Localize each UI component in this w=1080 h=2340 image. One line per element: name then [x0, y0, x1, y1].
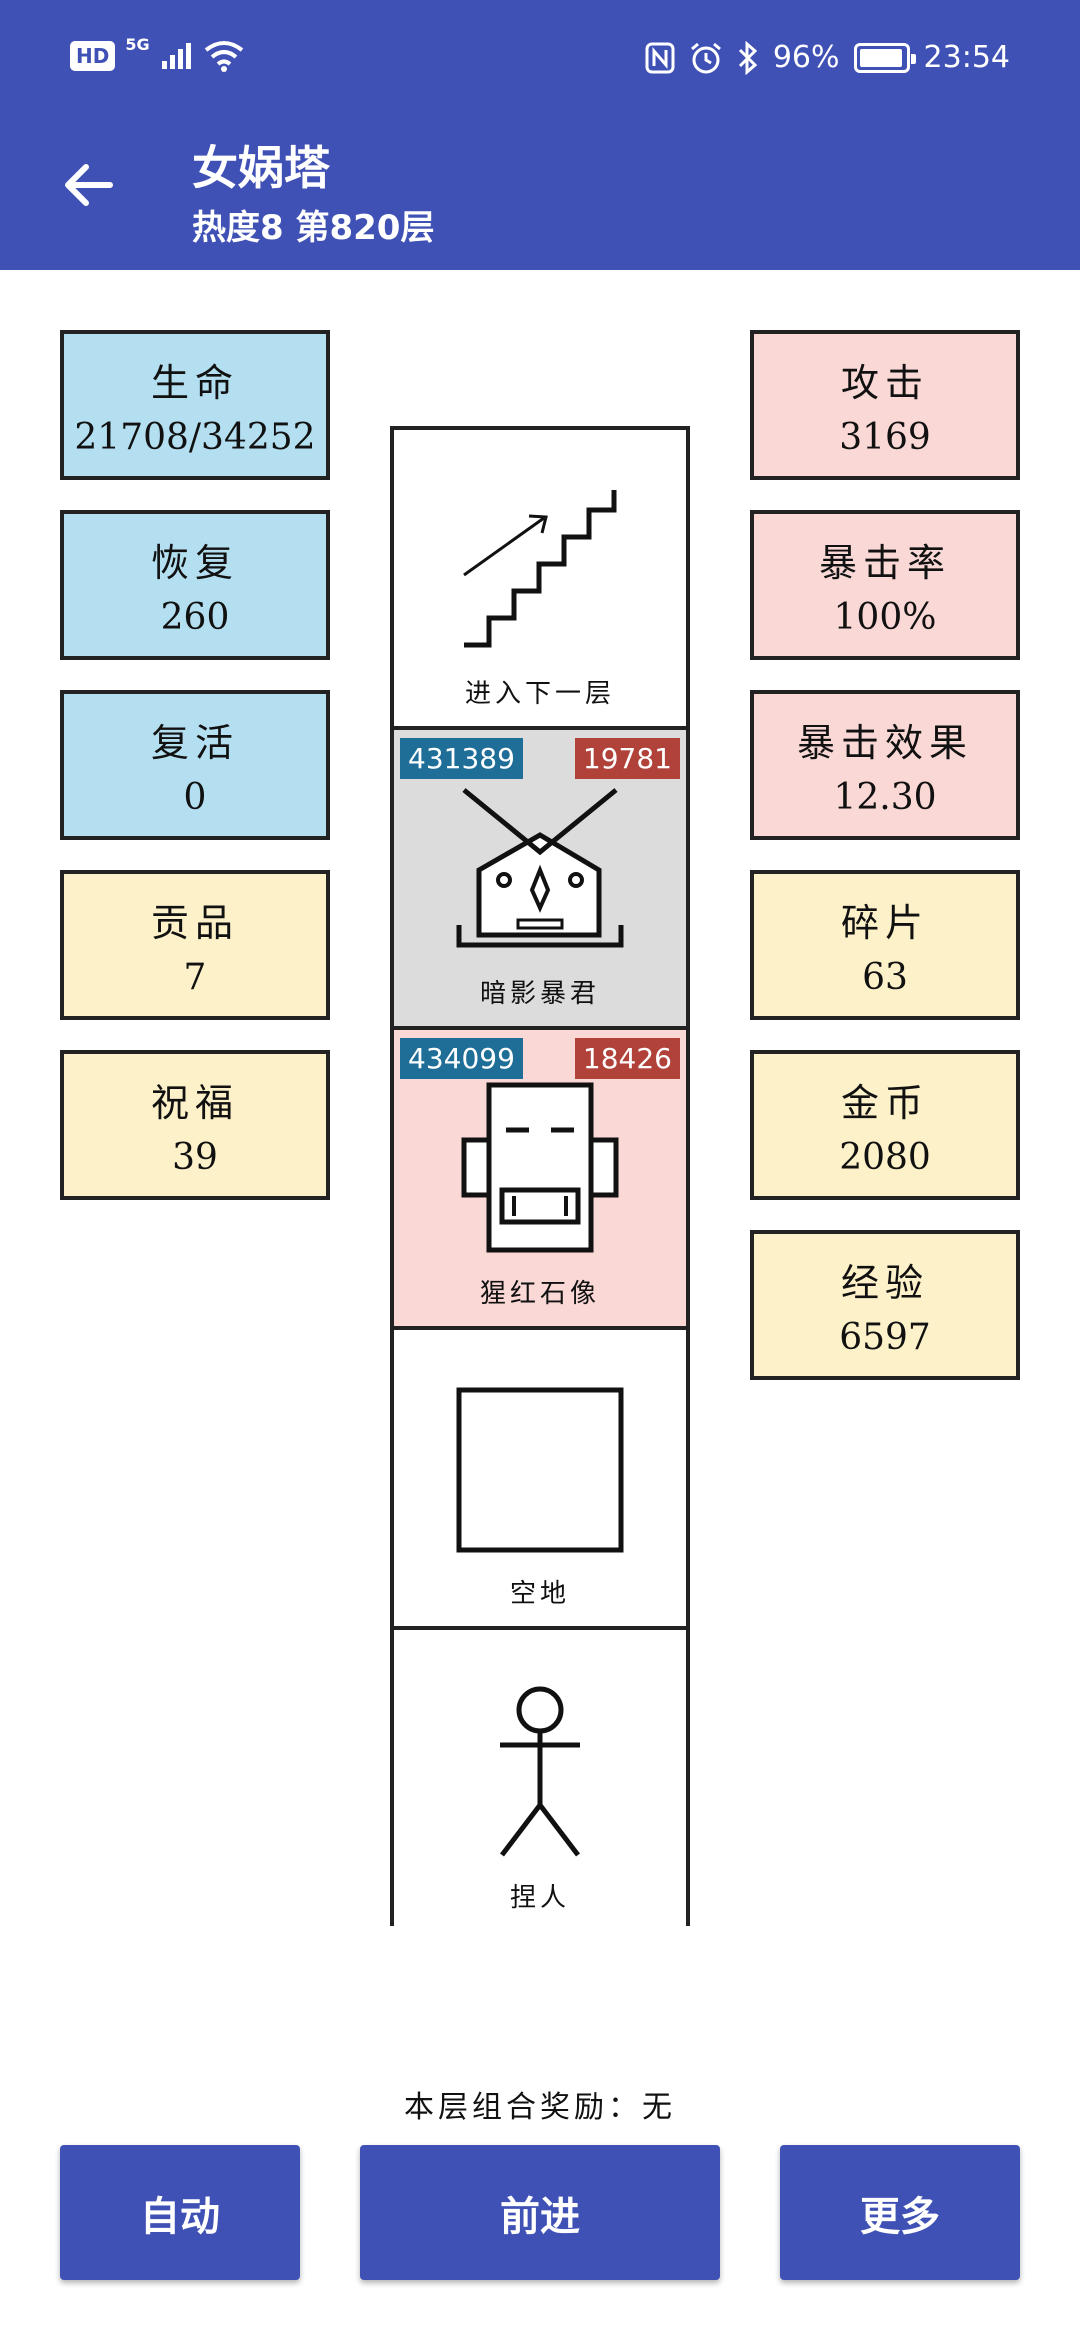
signal-icon	[161, 43, 191, 69]
clock: 23:54	[923, 40, 1010, 75]
network-type: 5G	[125, 34, 150, 54]
shadow-tyrant-icon	[456, 788, 624, 948]
stat-value: 100%	[833, 597, 937, 638]
hd-icon: HD	[70, 41, 116, 71]
cell-name: 进入下一层	[464, 679, 615, 709]
tower-cell-monster[interactable]: 431389 19781 暗影暴君	[394, 730, 686, 1030]
stat-label: 经验	[840, 1261, 929, 1305]
stat-value: 63	[862, 957, 908, 998]
stat-card-shards: 碎片 63	[750, 870, 1020, 1020]
cell-name: 空地	[509, 1579, 570, 1609]
nfc-icon	[645, 42, 675, 73]
stat-card-recovery: 恢复 260	[60, 510, 330, 660]
monster-hp-badge: 431389	[400, 738, 523, 779]
status-left: HD 5G	[70, 35, 244, 72]
page-title: 女娲塔	[192, 141, 330, 195]
scarlet-statue-icon	[461, 1082, 619, 1253]
stat-value: 260	[160, 597, 230, 638]
floor-reward-text: 本层组合奖励：无	[404, 2090, 676, 2125]
wifi-icon	[204, 41, 243, 72]
stairs-icon	[463, 490, 617, 648]
page-subtitle: 热度8 第820层	[192, 208, 435, 248]
monster-attack-badge: 19781	[574, 738, 680, 779]
status-right: 96% 23:54	[645, 40, 1010, 75]
stat-value: 3169	[839, 417, 931, 458]
tower-column: 进入下一层 431389 19781 暗影暴君 434099 18426 猩红石…	[390, 426, 690, 1930]
stat-card-crit-rate: 暴击率 100%	[750, 510, 1020, 660]
stat-value: 6597	[839, 1317, 931, 1358]
stat-value: 2080	[839, 1137, 931, 1178]
stat-label: 祝福	[150, 1081, 239, 1125]
stat-value: 12.30	[833, 777, 937, 818]
app-bar: HD 5G	[0, 0, 1080, 270]
stat-label: 恢复	[150, 541, 239, 585]
stat-label: 金币	[840, 1081, 929, 1125]
battery-icon	[853, 42, 916, 73]
stat-card-revive: 复活 0	[60, 690, 330, 840]
stat-card-gold: 金币 2080	[750, 1050, 1020, 1200]
monster-hp-badge: 434099	[400, 1038, 523, 1079]
bluetooth-icon	[738, 40, 758, 75]
cell-name: 捏人	[509, 1883, 570, 1913]
stat-value: 7	[183, 957, 207, 998]
cell-name: 猩红石像	[479, 1279, 600, 1309]
stat-value: 21708/34252	[74, 417, 316, 458]
stat-label: 暴击效果	[796, 721, 973, 765]
tower-cell-monster[interactable]: 434099 18426 猩红石像	[394, 1030, 686, 1330]
cell-name: 暗影暴君	[479, 979, 600, 1009]
stat-label: 攻击	[840, 361, 929, 405]
stat-label: 碎片	[840, 901, 929, 945]
stick-figure-icon	[500, 1686, 580, 1857]
battery-percent: 96%	[772, 40, 840, 75]
empty-square-icon	[456, 1387, 624, 1553]
stat-label: 贡品	[150, 901, 239, 945]
tower-cell-stairs[interactable]: 进入下一层	[394, 430, 686, 730]
forward-button[interactable]: 前进	[360, 2145, 720, 2280]
auto-button[interactable]: 自动	[60, 2145, 300, 2280]
status-bar: HD 5G	[0, 0, 1080, 120]
tower-cell-player[interactable]: 捏人	[394, 1630, 686, 1930]
stat-card-experience: 经验 6597	[750, 1230, 1020, 1380]
stat-label: 生命	[150, 361, 239, 405]
stat-label: 暴击率	[818, 541, 951, 585]
stat-value: 39	[172, 1137, 218, 1178]
alarm-icon	[690, 42, 721, 73]
more-button[interactable]: 更多	[780, 2145, 1020, 2280]
stat-card-blessing: 祝福 39	[60, 1050, 330, 1200]
stat-label: 复活	[150, 721, 239, 765]
stat-card-tribute: 贡品 7	[60, 870, 330, 1020]
stat-card-life: 生命 21708/34252	[60, 330, 330, 480]
stat-card-crit-effect: 暴击效果 12.30	[750, 690, 1020, 840]
tower-cell-empty[interactable]: 空地	[394, 1330, 686, 1630]
back-arrow-icon[interactable]	[58, 155, 118, 215]
monster-attack-badge: 18426	[574, 1038, 680, 1079]
stat-value: 0	[183, 777, 207, 818]
stat-card-attack: 攻击 3169	[750, 330, 1020, 480]
